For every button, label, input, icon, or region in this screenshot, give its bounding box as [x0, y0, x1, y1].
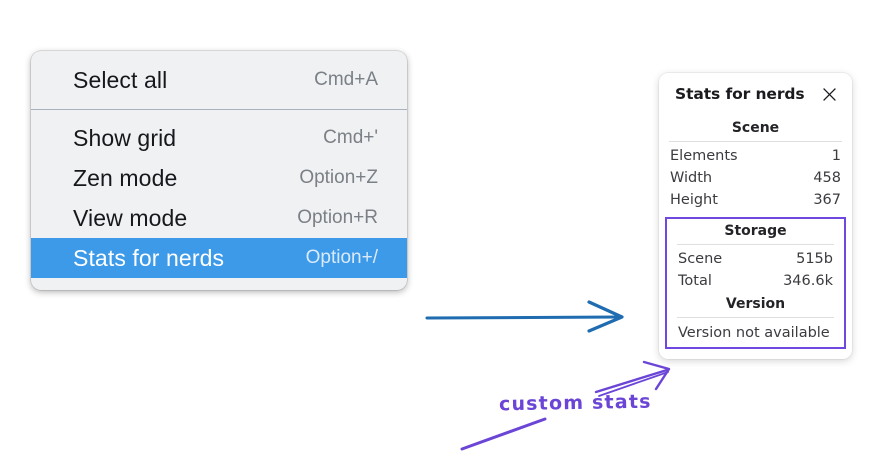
stats-row-key: Width [670, 170, 713, 186]
menu-item-select-all[interactable]: Select all Cmd+A [31, 60, 407, 100]
stats-row-key: Height [670, 192, 718, 208]
blue-arrow [425, 300, 624, 333]
menu-item-shortcut: Cmd+' [323, 127, 378, 148]
menu-item-shortcut: Option+R [297, 207, 378, 228]
context-menu[interactable]: Select all Cmd+A Show grid Cmd+' Zen mod… [31, 51, 407, 290]
stats-for-nerds-panel: Stats for nerds Scene Elements 1 Width 4… [659, 73, 852, 359]
menu-item-zen-mode[interactable]: Zen mode Option+Z [31, 158, 407, 198]
close-icon[interactable] [821, 86, 838, 103]
custom-stats-annotation: custom stats [498, 390, 652, 416]
version-note: Version not available [678, 325, 830, 341]
stats-group-storage-version: Storage Scene 515b Total 346.6k Version … [665, 217, 846, 349]
stats-row-value: 515b [796, 251, 833, 267]
stats-group-scene: Scene Elements 1 Width 458 Height 367 [659, 117, 852, 211]
menu-item-label: Show grid [73, 124, 177, 151]
section-rule [677, 244, 834, 245]
stats-panel-title: Stats for nerds [675, 85, 805, 103]
stats-section-title: Storage [724, 223, 787, 239]
stats-row: Elements 1 [659, 145, 852, 167]
stats-row-key: Elements [670, 148, 738, 164]
menu-item-show-grid[interactable]: Show grid Cmd+' [31, 118, 407, 158]
stats-row-value: 458 [813, 170, 841, 186]
stats-row: Scene 515b [667, 248, 844, 270]
stats-row-value: 1 [831, 148, 841, 164]
stats-row: Width 458 [659, 167, 852, 189]
menu-item-label: Stats for nerds [73, 244, 225, 271]
stats-row-key: Total [678, 273, 712, 289]
menu-item-shortcut: Cmd+A [314, 69, 378, 90]
section-rule [669, 141, 842, 142]
menu-item-label: View mode [73, 204, 188, 231]
stats-row-key: Scene [678, 251, 723, 267]
stats-row-value: 367 [813, 192, 841, 208]
stats-row-value: 346.6k [783, 273, 833, 289]
menu-section-secondary: Show grid Cmd+' Zen mode Option+Z View m… [31, 110, 407, 290]
stats-section-title: Scene [731, 120, 780, 136]
menu-item-label: Zen mode [73, 164, 178, 191]
section-rule [677, 317, 834, 318]
purple-underline-stroke [460, 417, 547, 451]
menu-divider [31, 109, 407, 110]
stats-panel-header: Stats for nerds [659, 85, 852, 103]
menu-item-label: Select all [73, 66, 168, 93]
menu-item-stats-for-nerds[interactable]: Stats for nerds Option+/ [31, 238, 407, 278]
stats-row: Total 346.6k [667, 270, 844, 292]
menu-section-primary: Select all Cmd+A [31, 51, 407, 109]
menu-item-shortcut: Option+/ [305, 247, 378, 268]
stats-section-title-version: Version [725, 296, 786, 312]
menu-item-view-mode[interactable]: View mode Option+R [31, 198, 407, 238]
stats-row: Height 367 [659, 189, 852, 211]
menu-item-shortcut: Option+Z [299, 167, 378, 188]
